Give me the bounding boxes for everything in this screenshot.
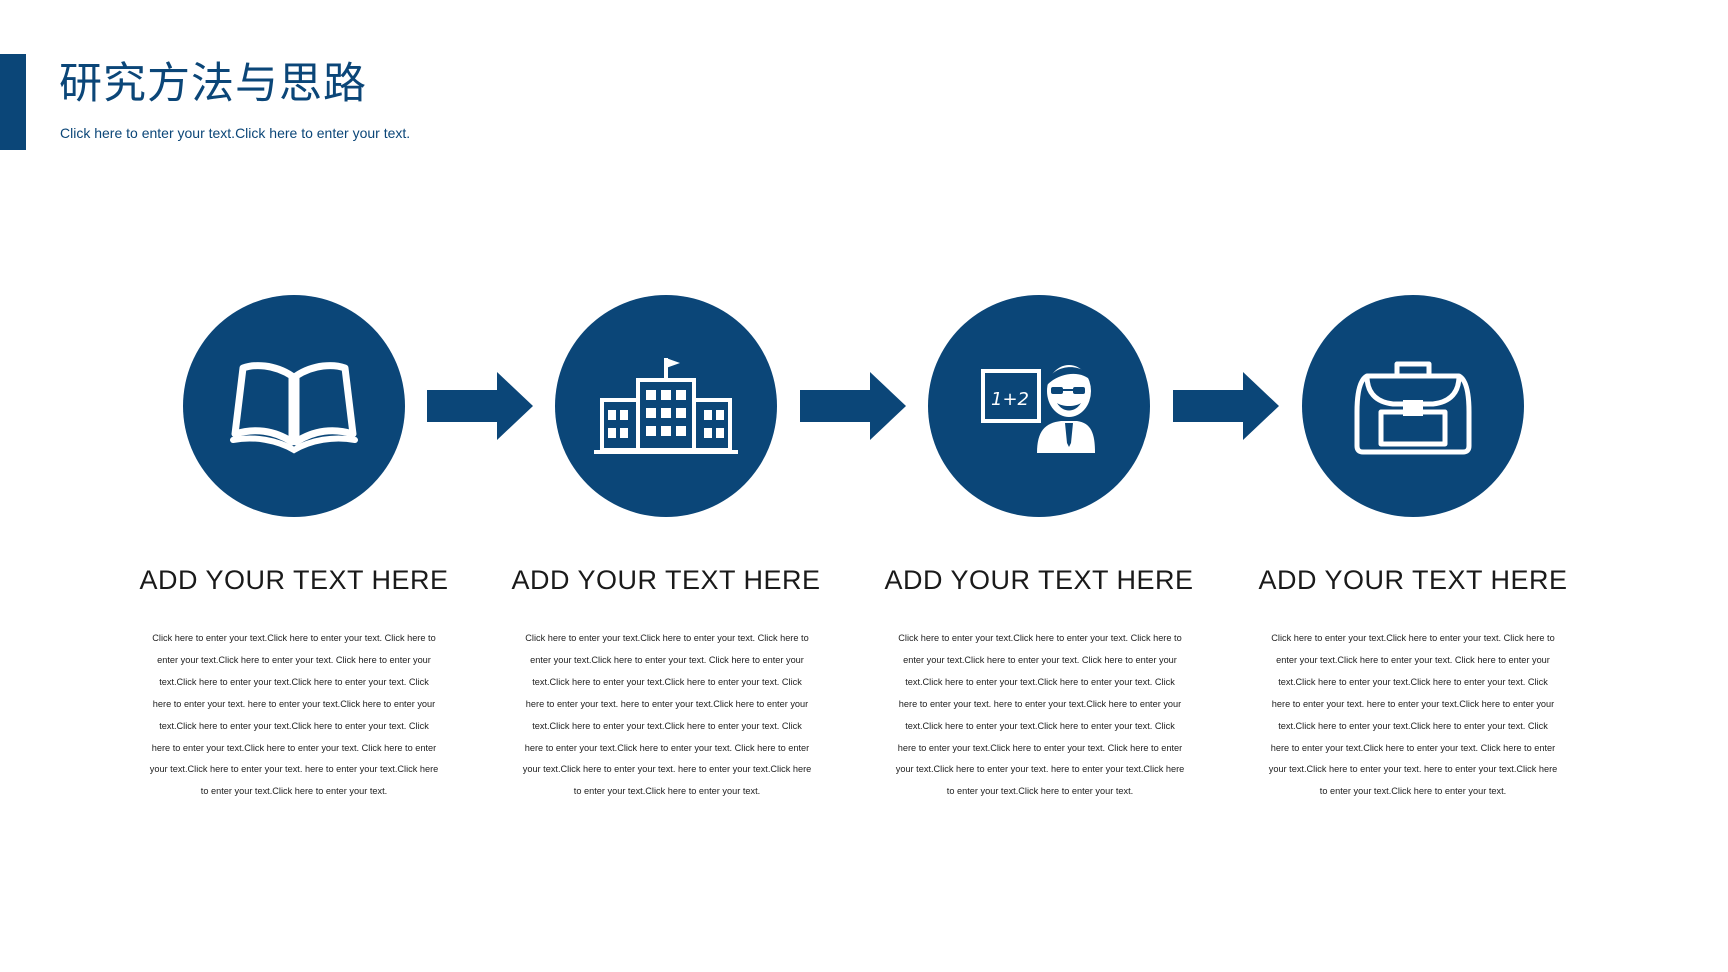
step-4-body[interactable]: Click here to enter your text.Click here… [1268,633,1558,797]
step-2-body[interactable]: Click here to enter your text.Click here… [522,633,812,797]
arrow-1-icon [427,372,533,440]
step-1-heading[interactable]: ADD YOUR TEXT HERE [139,565,449,595]
page-title[interactable]: 研究方法与思路 [59,59,367,109]
step-3-body[interactable]: Click here to enter your text.Click here… [895,633,1185,797]
arrow-2-icon [800,372,906,440]
teacher-icon: 1+2 [981,365,1095,453]
step-4-heading[interactable]: ADD YOUR TEXT HERE [1258,565,1568,595]
step-3-heading[interactable]: ADD YOUR TEXT HERE [884,565,1194,595]
step-1-body[interactable]: Click here to enter your text.Click here… [149,633,439,797]
step-2-circle [555,295,777,517]
school-bag-icon [1354,361,1472,455]
step-4-circle [1302,295,1524,517]
title-accent-bar [0,54,26,150]
board-text: 1+2 [991,389,1029,410]
page-subtitle[interactable]: Click here to enter your text.Click here… [60,125,411,141]
arrow-3-icon [1173,372,1279,440]
step-1-circle [183,295,405,517]
step-3-circle: 1+2 [928,295,1150,517]
school-building-icon [594,358,738,454]
open-book-icon [230,362,358,454]
step-2-heading[interactable]: ADD YOUR TEXT HERE [511,565,821,595]
